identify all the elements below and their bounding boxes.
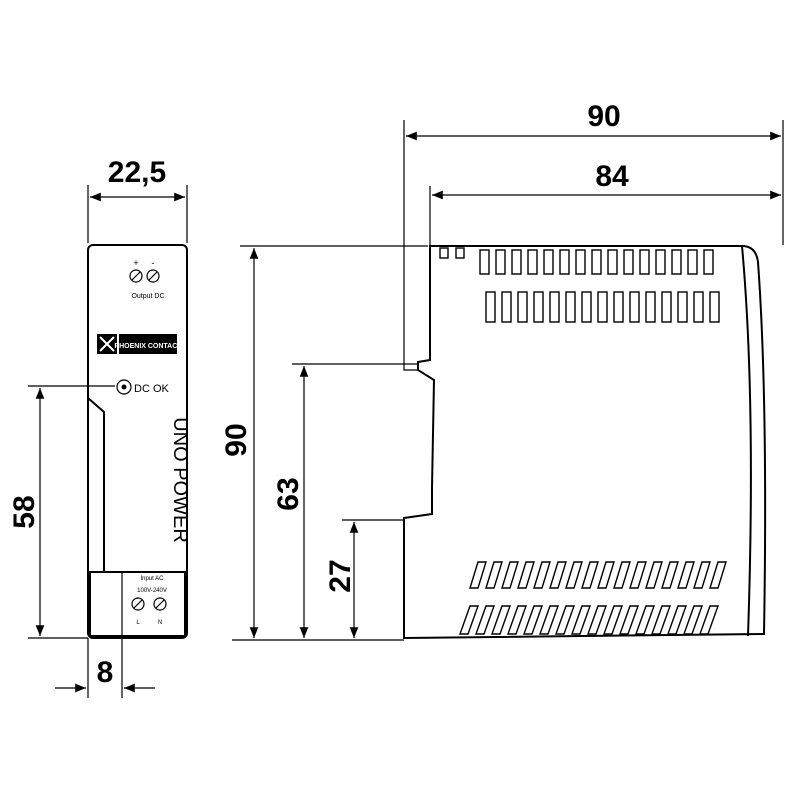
height-58-label: 58 <box>8 495 41 528</box>
terminal-screw-icon <box>146 269 160 283</box>
input-l-label: L <box>136 620 140 626</box>
front-housing <box>87 244 188 639</box>
depth-84-label: 84 <box>595 160 629 193</box>
rail-63-dimension: 63 <box>272 363 418 638</box>
depth-84-dimension: 84 <box>429 160 781 248</box>
top-vents <box>439 247 720 323</box>
output-terminals: + - Output DC <box>129 258 165 300</box>
front-view: 22,5 + - Output DC PHOENIX CONTACT DC OK <box>8 156 191 698</box>
width-dimension: 22,5 <box>87 156 188 243</box>
input-n-label: N <box>158 620 162 626</box>
led-icon <box>116 379 132 395</box>
brand-logo-text: PHOENIX CONTACT <box>114 343 182 350</box>
height-90-dimension: 90 <box>220 245 428 641</box>
input-range-label: 100V-240V <box>137 588 167 594</box>
terminal-screw-icon <box>153 597 167 611</box>
rail-27-label: 27 <box>324 559 357 592</box>
output-plus-label: + <box>133 258 138 268</box>
output-dc-label: Output DC <box>131 293 164 300</box>
terminal-screw-icon <box>131 597 145 611</box>
depth-90-label: 90 <box>587 100 620 133</box>
dc-ok-label: DC OK <box>134 383 170 395</box>
terminal-screw-icon <box>129 269 143 283</box>
rail-27-dimension: 27 <box>324 519 404 638</box>
output-minus-label: - <box>152 258 155 268</box>
side-view: 90 84 <box>220 100 784 641</box>
height-58-dimension: 58 <box>8 385 115 639</box>
rail-63-label: 63 <box>272 477 305 510</box>
dc-ok-indicator: DC OK <box>116 379 170 395</box>
offset-8-label: 8 <box>97 656 114 689</box>
brand-logo: PHOENIX CONTACT <box>97 334 182 354</box>
width-dim-label: 22,5 <box>108 156 166 189</box>
depth-90-dimension: 90 <box>403 100 784 248</box>
product-name: UNO POWER <box>169 417 191 543</box>
offset-8-dimension: 8 <box>55 636 155 698</box>
side-housing <box>403 245 767 640</box>
height-90-label: 90 <box>220 423 253 456</box>
input-terminal-block: Input AC 100V-240V L N <box>89 571 186 637</box>
bottom-vents <box>459 561 727 635</box>
input-ac-label: Input AC <box>140 576 164 582</box>
